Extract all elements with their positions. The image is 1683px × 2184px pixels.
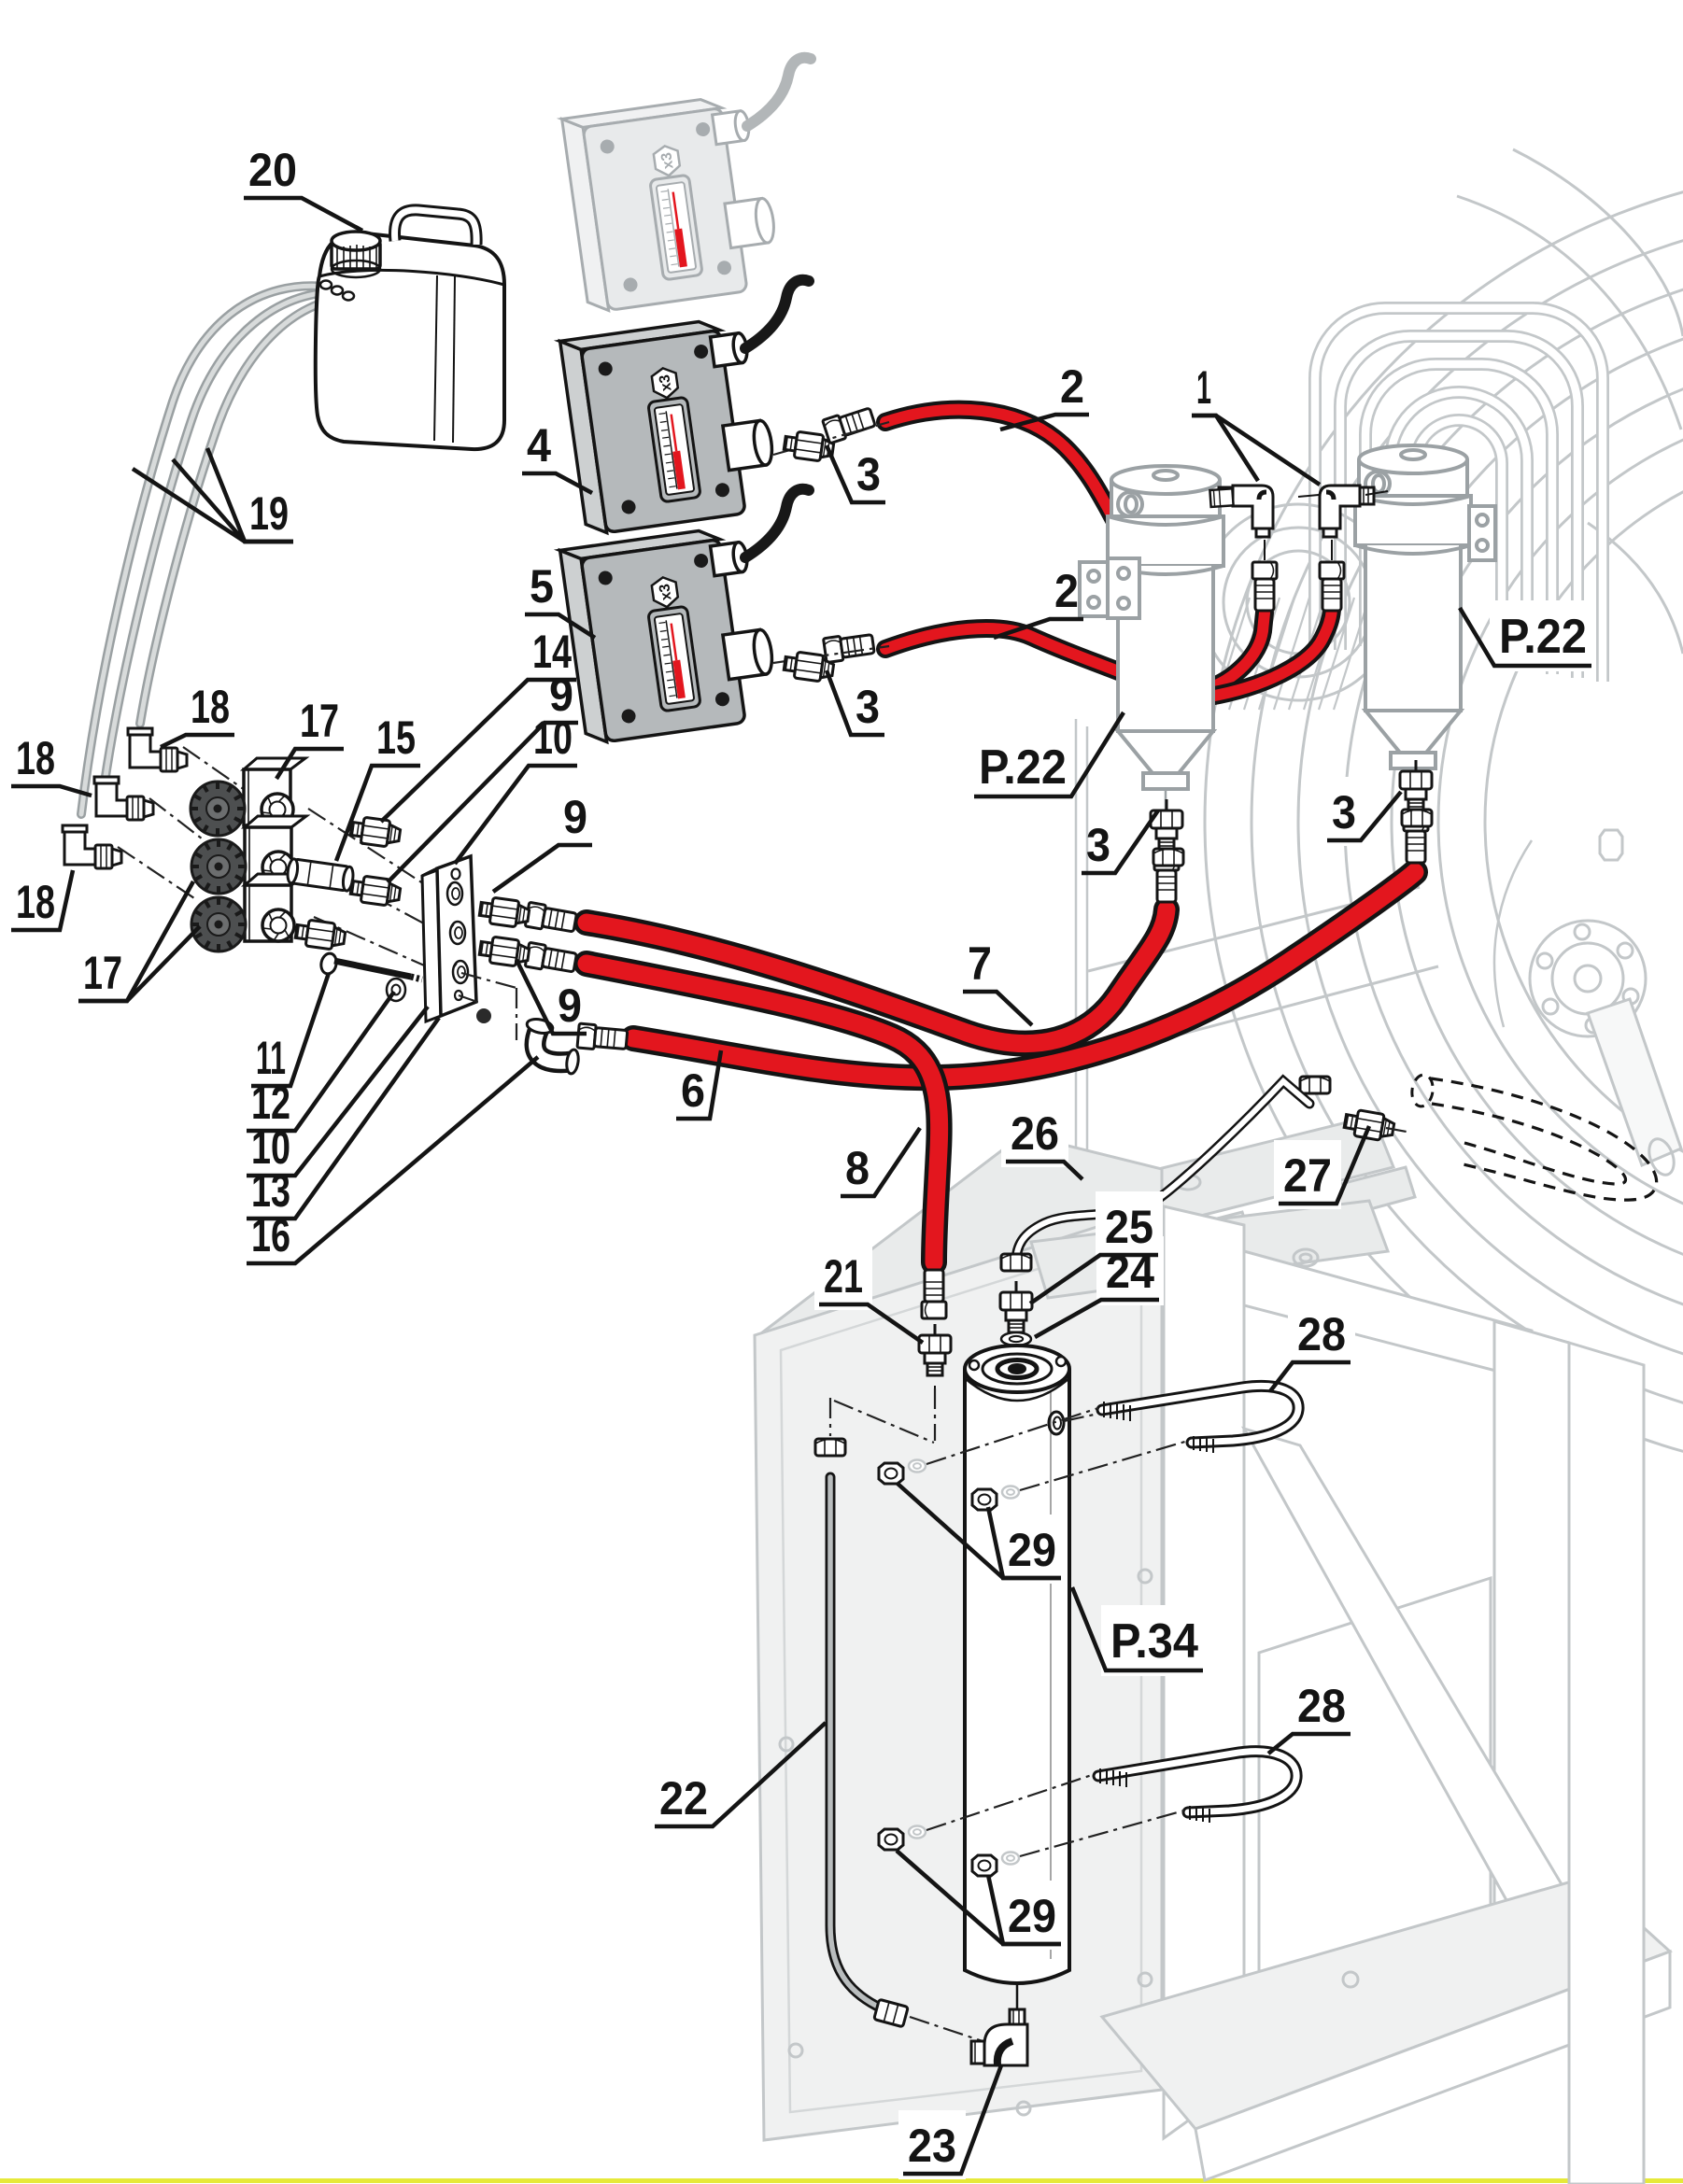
- svg-text:25: 25: [1105, 1201, 1153, 1253]
- svg-text:12: 12: [251, 1077, 290, 1129]
- svg-text:2: 2: [1054, 565, 1079, 617]
- svg-text:9: 9: [558, 979, 582, 1032]
- svg-text:3: 3: [1086, 819, 1110, 871]
- svg-text:24: 24: [1106, 1246, 1154, 1298]
- svg-text:2: 2: [1060, 360, 1084, 413]
- svg-text:16: 16: [251, 1209, 290, 1261]
- svg-text:29: 29: [1008, 1890, 1056, 1942]
- svg-text:10: 10: [533, 712, 573, 764]
- svg-text:5: 5: [530, 560, 554, 613]
- svg-text:15: 15: [376, 712, 416, 764]
- svg-text:27: 27: [1283, 1149, 1332, 1202]
- svg-text:29: 29: [1008, 1524, 1056, 1576]
- svg-text:6: 6: [681, 1064, 705, 1117]
- svg-text:3: 3: [856, 681, 880, 733]
- svg-text:3: 3: [856, 448, 881, 500]
- svg-text:17: 17: [83, 947, 122, 999]
- svg-text:10: 10: [251, 1121, 290, 1174]
- svg-text:20: 20: [248, 144, 297, 196]
- svg-text:18: 18: [191, 681, 230, 733]
- svg-text:14: 14: [532, 626, 572, 678]
- svg-text:22: 22: [659, 1772, 708, 1825]
- svg-text:x3: x3: [657, 583, 674, 601]
- svg-text:P.22: P.22: [1499, 610, 1587, 664]
- svg-text:P.22: P.22: [979, 740, 1067, 795]
- svg-text:8: 8: [845, 1142, 870, 1194]
- svg-text:28: 28: [1297, 1308, 1346, 1360]
- svg-text:13: 13: [251, 1164, 290, 1217]
- svg-text:P.34: P.34: [1110, 1614, 1198, 1669]
- svg-text:11: 11: [256, 1032, 286, 1084]
- svg-text:7: 7: [968, 937, 992, 990]
- svg-text:26: 26: [1011, 1107, 1059, 1160]
- svg-text:18: 18: [16, 876, 55, 928]
- svg-text:4: 4: [527, 419, 551, 472]
- svg-text:18: 18: [16, 732, 55, 784]
- svg-text:1: 1: [1196, 361, 1211, 414]
- svg-text:28: 28: [1297, 1680, 1346, 1732]
- svg-text:x3: x3: [657, 373, 674, 392]
- svg-text:3: 3: [1332, 786, 1356, 838]
- svg-text:19: 19: [249, 487, 289, 540]
- svg-text:9: 9: [563, 791, 587, 843]
- svg-text:23: 23: [908, 2120, 956, 2172]
- svg-text:21: 21: [824, 1250, 863, 1303]
- svg-text:9: 9: [549, 669, 573, 721]
- svg-text:x3: x3: [658, 151, 676, 170]
- svg-text:17: 17: [300, 695, 339, 747]
